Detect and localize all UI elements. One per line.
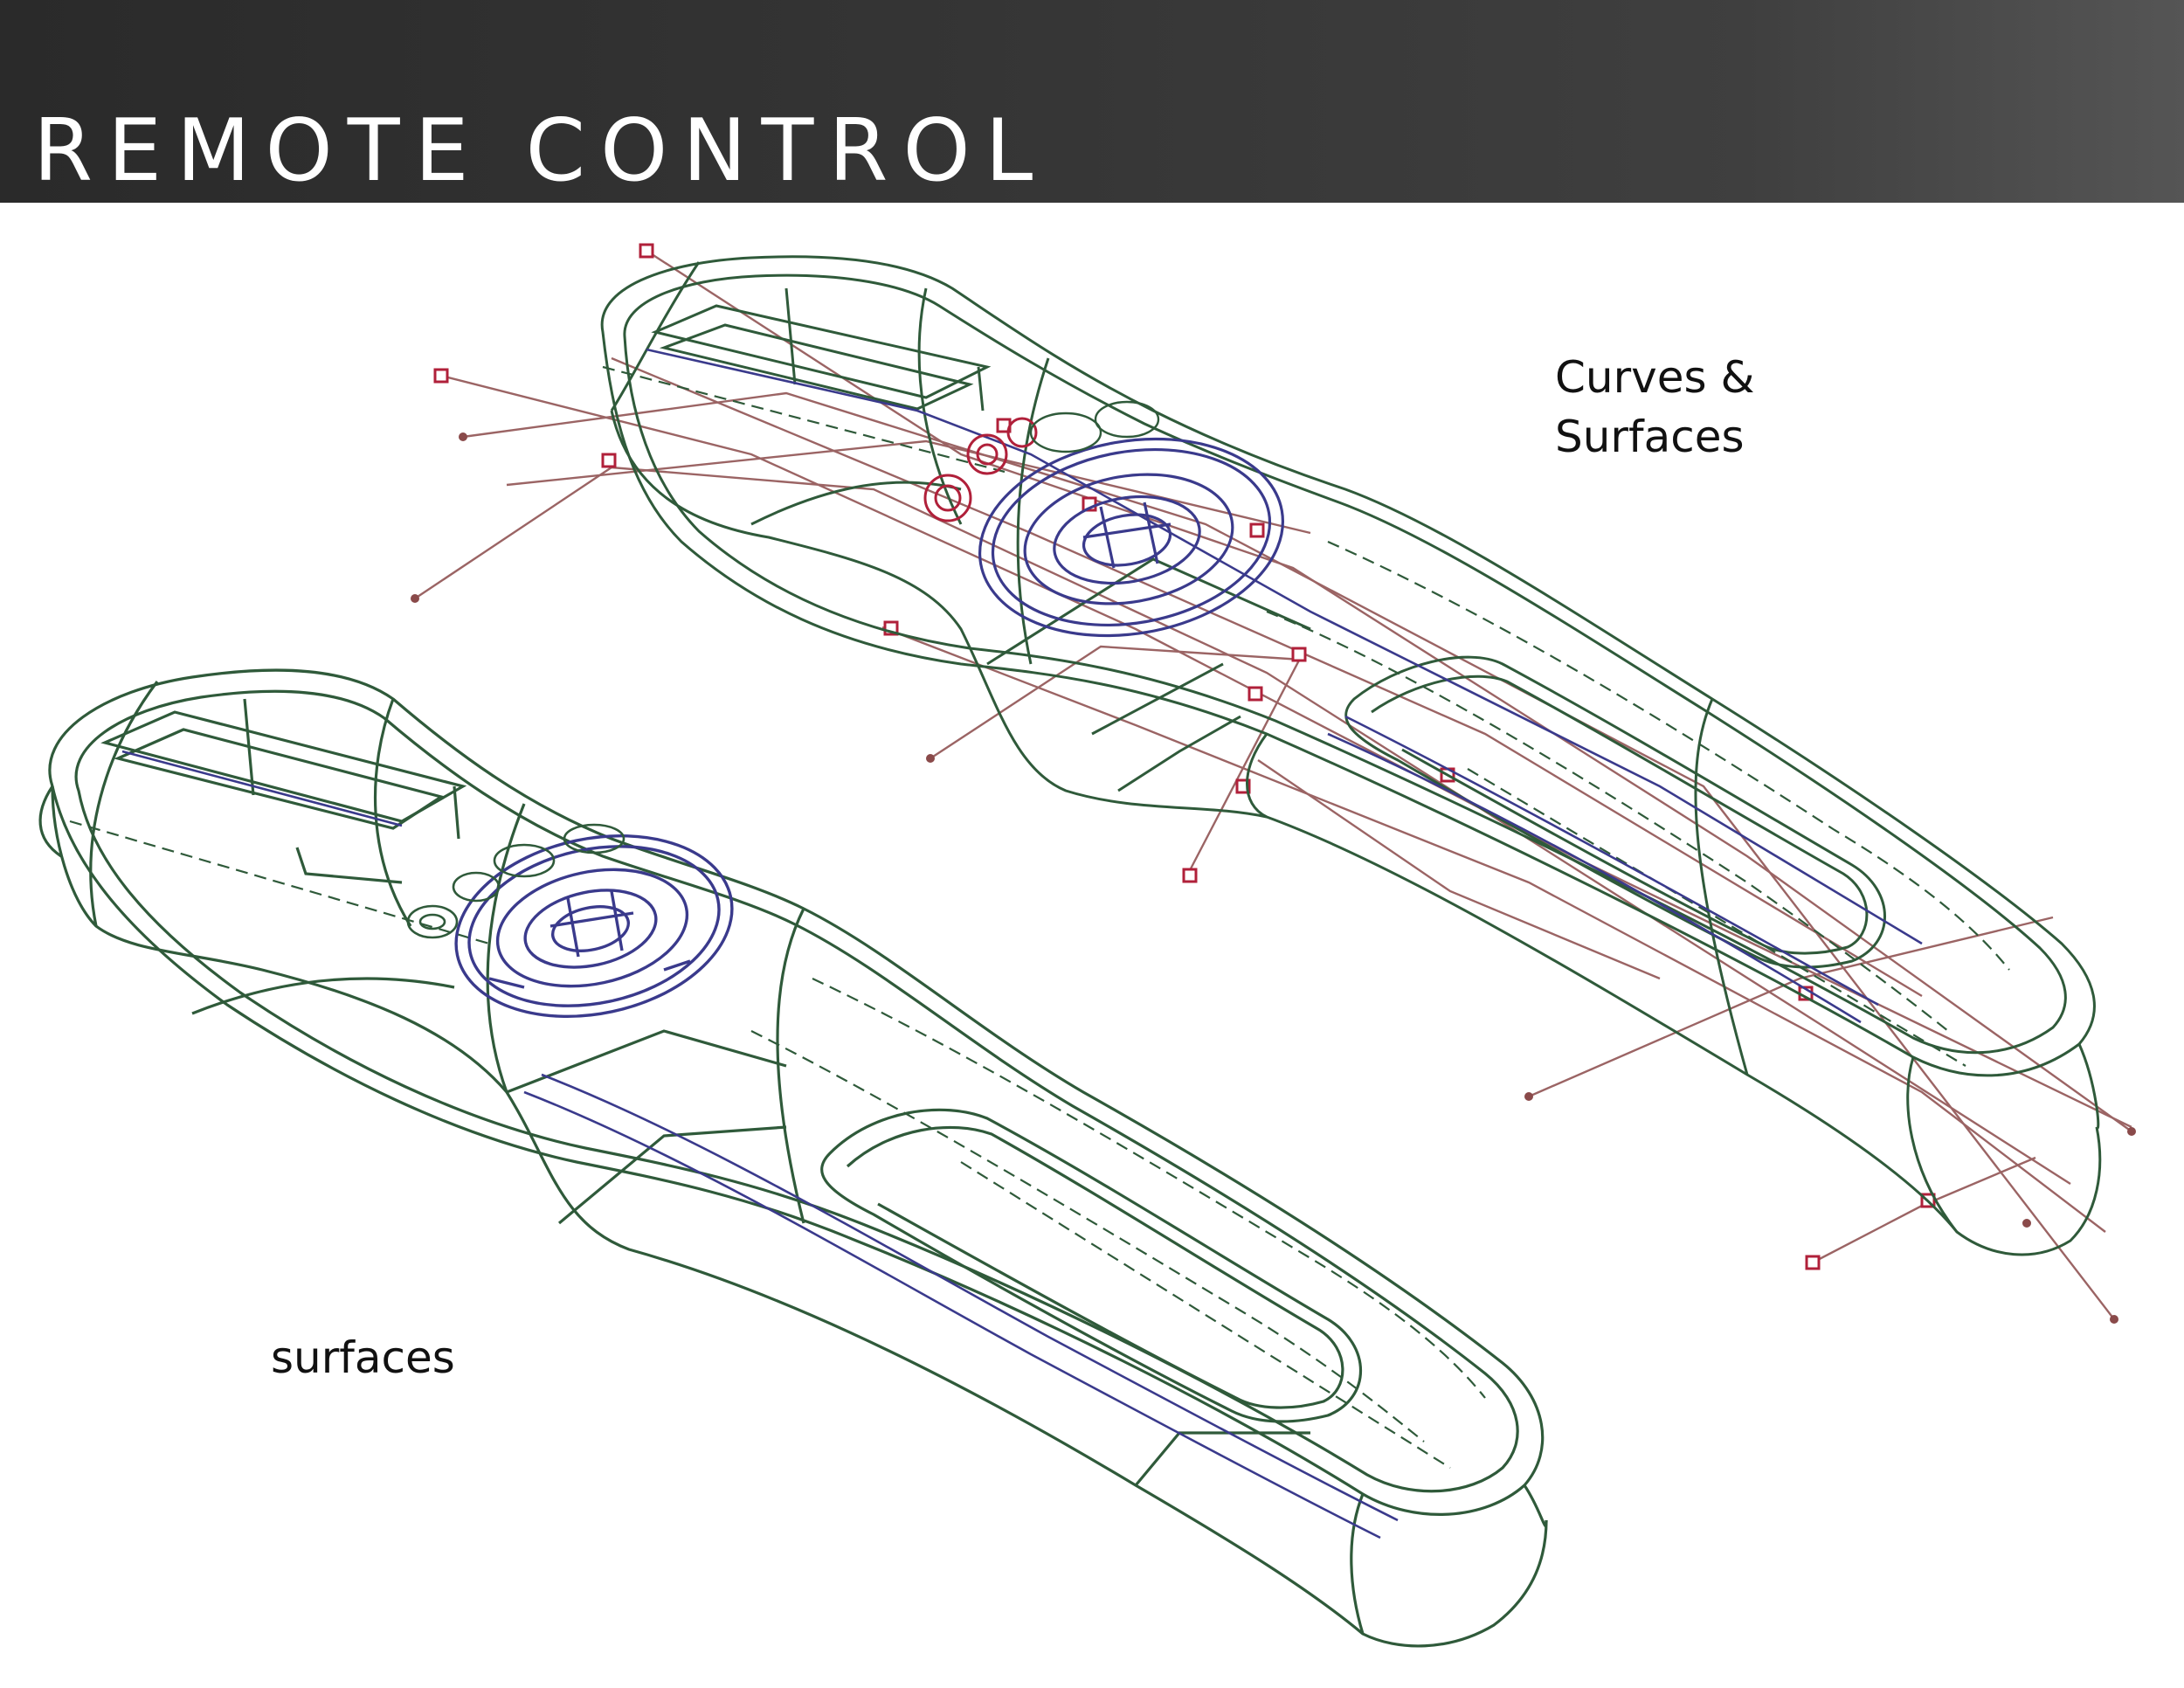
upper-button-cluster [923, 417, 1038, 522]
upper-button-outlines [1029, 400, 1160, 453]
curves-label-line-2: Surfaces [1555, 412, 1745, 462]
lower-trim-curves [121, 750, 1399, 1539]
header-bar: REMOTE CONTROL [0, 0, 2184, 203]
wireframe-drawing [38, 243, 2136, 1648]
page-title: REMOTE CONTROL [33, 101, 1048, 201]
curves-label-line-1: Curves & [1555, 352, 1755, 403]
cv-hull-lines [414, 249, 2132, 1320]
upper-surface-wireframe [600, 255, 2102, 1256]
curves-and-surfaces-label: Curves & Surfaces [1555, 348, 1754, 467]
lower-hidden-edges [69, 820, 1486, 1469]
lower-remote-model [38, 668, 1548, 1648]
upper-remote-model [411, 243, 2136, 1324]
lower-control-pad [454, 834, 734, 1019]
upper-hidden-edges [602, 365, 2010, 1067]
cv-endpoints [411, 432, 2136, 1324]
upper-control-pad [978, 437, 1284, 638]
surfaces-label: surfaces [271, 1332, 455, 1383]
lower-button-cluster [406, 823, 625, 939]
cv-markers [433, 243, 1936, 1270]
